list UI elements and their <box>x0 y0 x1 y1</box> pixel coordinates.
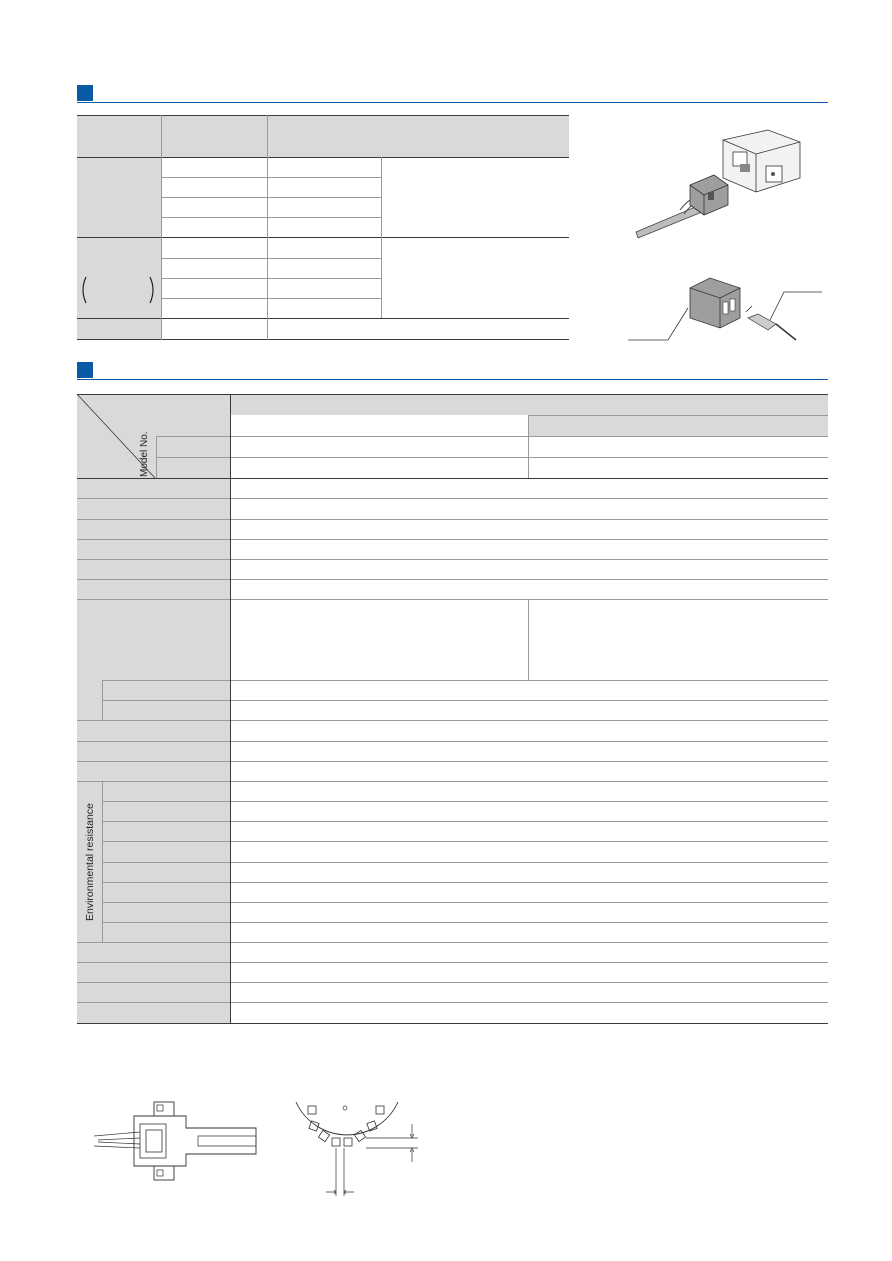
header-diagonal <box>76 393 156 479</box>
spec-header-main <box>230 394 828 415</box>
ordering-group-2-label-cell <box>77 237 161 319</box>
slit-disk-drawing <box>295 1101 418 1196</box>
section-marker-icon <box>77 85 93 101</box>
spec-header-sub <box>528 415 828 436</box>
sensor-with-connector-illustration <box>635 129 801 239</box>
sensor-outline-drawing <box>93 1101 257 1181</box>
connector-closeup-illustration <box>628 277 822 341</box>
ordering-footer-label-cell <box>77 319 161 340</box>
ordering-table-header <box>77 115 569 157</box>
ordering-group-1-label-cell <box>77 157 161 237</box>
section-marker-icon <box>77 362 93 378</box>
section-2-header <box>77 362 828 380</box>
section-1-header <box>77 85 828 103</box>
model-number-label: Model No. <box>139 431 150 477</box>
section-rule <box>77 102 828 103</box>
section-rule <box>77 379 828 380</box>
environmental-resistance-label: Environmental resistance <box>84 803 96 921</box>
bracket-pair-icon <box>82 276 154 304</box>
